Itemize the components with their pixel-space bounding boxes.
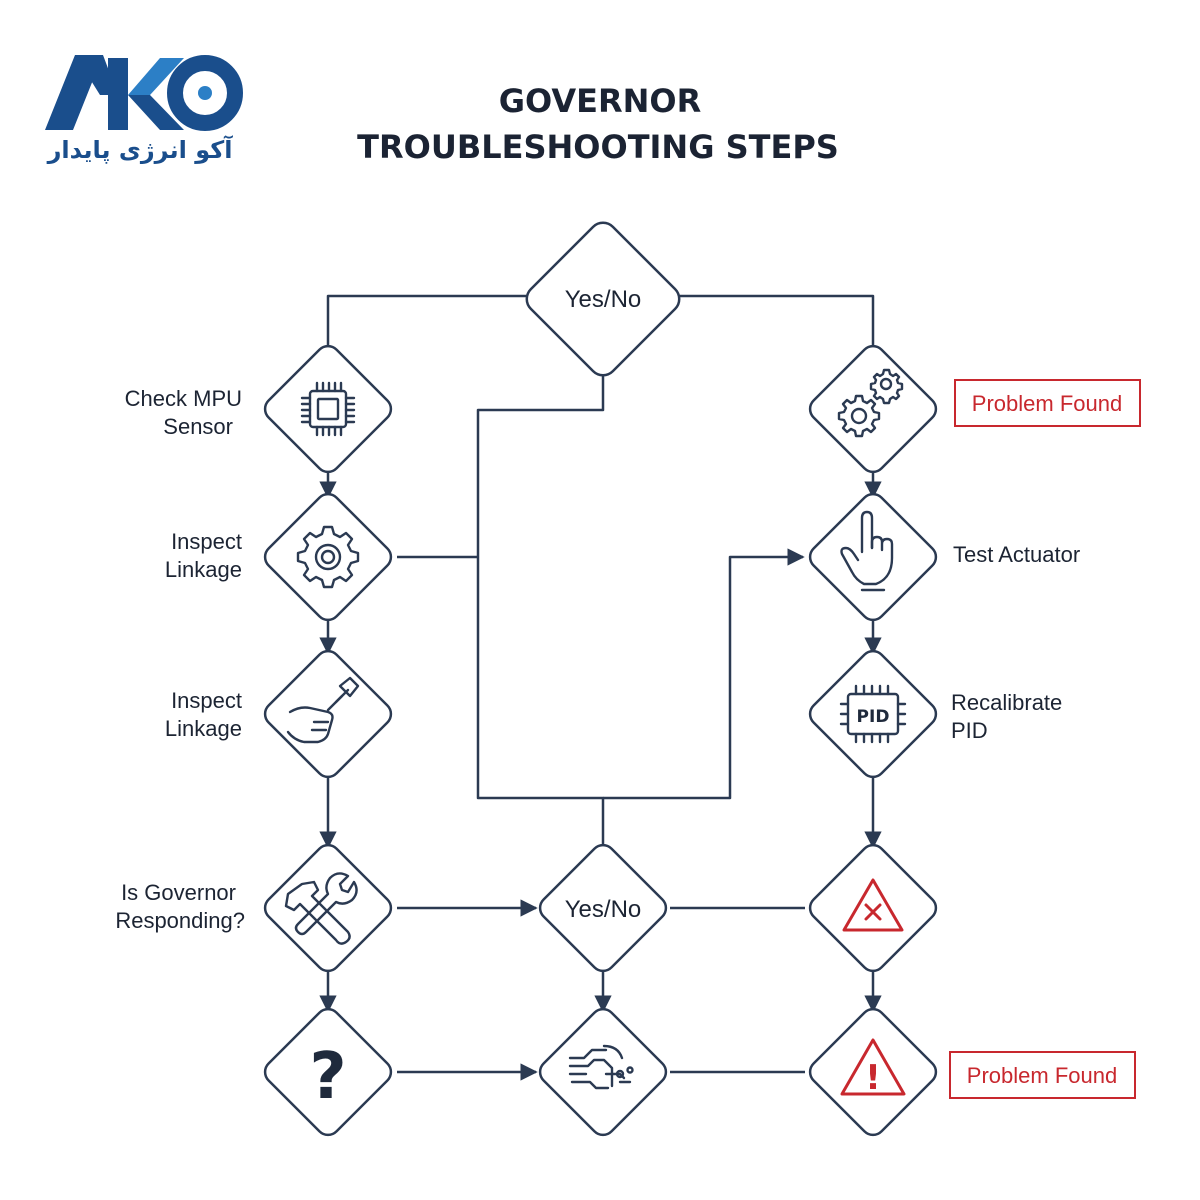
logo-mark bbox=[45, 55, 243, 131]
pid-chip-text: PID bbox=[857, 707, 890, 727]
node-governor-responding: Is Governor Responding? bbox=[115, 843, 393, 973]
pid-chip-icon: PID bbox=[839, 684, 907, 744]
governor-responding-label-2: Responding? bbox=[115, 908, 245, 933]
check-mpu-label-1: Check MPU bbox=[125, 386, 242, 411]
gears-icon bbox=[837, 368, 904, 438]
decision-bottom-label: Yes/No bbox=[565, 896, 642, 923]
node-inspect-linkage-2: Inspect Linkage bbox=[165, 649, 393, 779]
node-unknown: ? bbox=[263, 1007, 393, 1137]
warning-x-icon bbox=[842, 878, 904, 932]
inspect-linkage-1-label-1: Inspect bbox=[171, 529, 242, 554]
hand-tool-icon bbox=[286, 676, 360, 744]
edge-top-down bbox=[476, 362, 605, 850]
edge-top-right bbox=[677, 294, 875, 350]
node-gears bbox=[808, 344, 938, 474]
page-title-line2: TROUBLESHOOTING STEPS bbox=[357, 128, 839, 166]
pointing-hand-icon bbox=[840, 510, 894, 592]
node-error bbox=[808, 843, 938, 973]
page-title-line1: GOVERNOR bbox=[499, 82, 702, 120]
circuit-icon bbox=[568, 1044, 634, 1090]
edge-trunk-to-actuator bbox=[603, 548, 805, 800]
inspect-linkage-2-label-2: Linkage bbox=[165, 716, 242, 741]
decision-top: Yes/No bbox=[525, 221, 681, 377]
recalibrate-pid-label-2: PID bbox=[951, 718, 988, 743]
inspect-linkage-2-label-1: Inspect bbox=[171, 688, 242, 713]
inspect-linkage-1-label-2: Linkage bbox=[165, 557, 242, 582]
test-actuator-label: Test Actuator bbox=[953, 542, 1080, 567]
logo-tagline: آکو انرژی پایدار bbox=[47, 135, 234, 164]
connectors bbox=[319, 294, 882, 1081]
problem-found-bottom: Problem Found bbox=[949, 1051, 1136, 1099]
wrench-screwdriver-icon bbox=[284, 872, 358, 945]
problem-found-top-label: Problem Found bbox=[972, 391, 1122, 416]
cpu-chip-icon bbox=[300, 381, 356, 437]
node-test-actuator: Test Actuator bbox=[808, 492, 1080, 622]
problem-found-bottom-label: Problem Found bbox=[967, 1063, 1117, 1088]
exclamation-glyph: ! bbox=[865, 1058, 881, 1098]
recalibrate-pid-label-1: Recalibrate bbox=[951, 690, 1062, 715]
logo: آکو انرژی پایدار bbox=[45, 55, 243, 164]
gear-icon bbox=[296, 525, 360, 589]
node-circuit bbox=[538, 1007, 668, 1137]
node-recalibrate-pid: PID Recalibrate PID bbox=[808, 649, 1062, 779]
node-inspect-linkage-1: Inspect Linkage bbox=[165, 492, 393, 622]
governor-responding-label-1: Is Governor bbox=[121, 880, 236, 905]
node-alert: ! bbox=[808, 1007, 938, 1137]
question-mark-icon: ? bbox=[309, 1040, 346, 1114]
check-mpu-label-2: Sensor bbox=[163, 414, 233, 439]
edge-top-left bbox=[326, 294, 528, 350]
problem-found-top: Problem Found bbox=[954, 379, 1141, 427]
node-check-mpu: Check MPU Sensor bbox=[125, 344, 393, 474]
warning-exclamation-icon: ! bbox=[840, 1038, 906, 1098]
decision-top-label: Yes/No bbox=[565, 286, 642, 313]
decision-bottom: Yes/No bbox=[538, 843, 668, 973]
